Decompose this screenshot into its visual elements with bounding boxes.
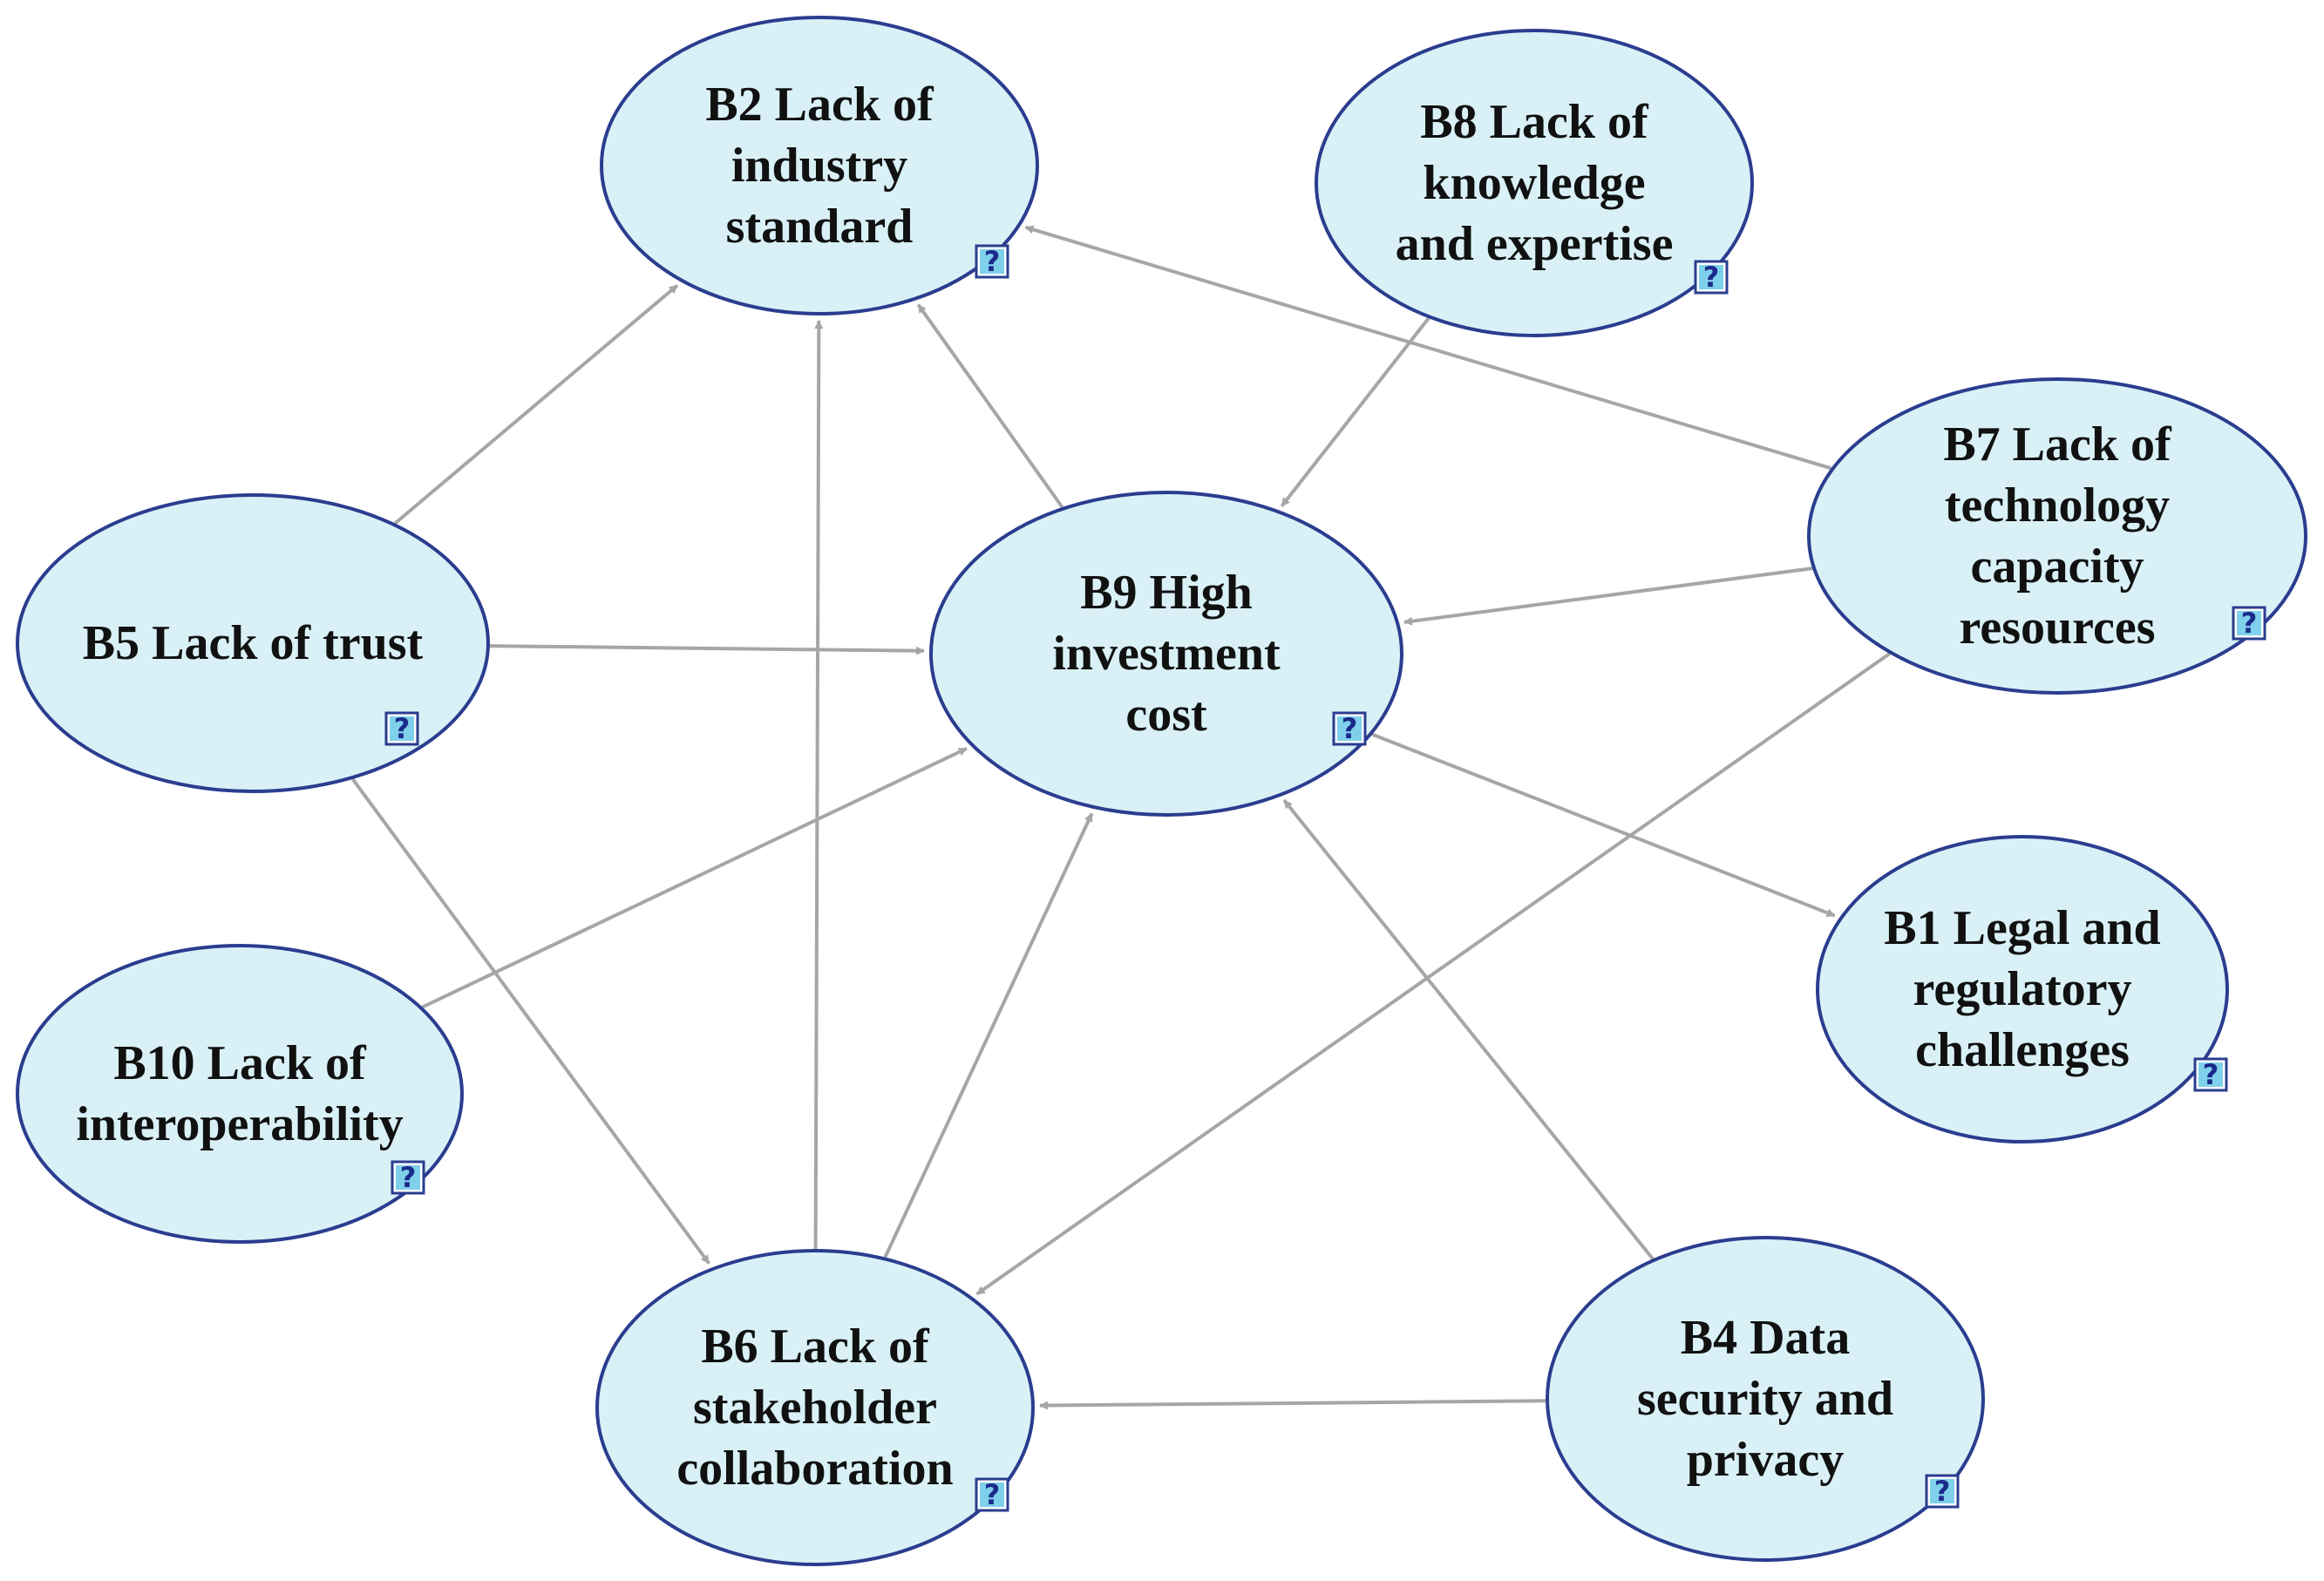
node-label-line: knowledge — [1423, 156, 1645, 210]
node-label-line: investment — [1052, 627, 1281, 681]
node-b1[interactable]: B1 Legal and regulatory challenges? — [1816, 835, 2229, 1143]
edge-b7-to-b2 — [1024, 225, 1832, 471]
node-label-line: B1 Legal and — [1884, 901, 2160, 955]
node-b2[interactable]: B2 Lack of industry standard? — [600, 16, 1039, 316]
node-ellipse — [929, 491, 1403, 817]
node-ellipse — [16, 493, 490, 793]
edge-b6-to-b9 — [883, 812, 1094, 1259]
node-label-line: privacy — [1687, 1433, 1844, 1487]
node-ellipse — [1816, 835, 2229, 1143]
node-label-line: B5 Lack of trust — [83, 616, 424, 670]
node-label-line: technology — [1945, 478, 2170, 533]
node-label-line: and expertise — [1396, 217, 1674, 271]
help-icon[interactable]: ? — [1925, 1474, 1960, 1509]
node-label-line: B9 High — [1080, 566, 1253, 620]
node-label-line: collaboration — [676, 1442, 953, 1496]
help-icon[interactable]: ? — [975, 244, 1009, 279]
node-label-line: cost — [1125, 688, 1207, 742]
node-b5[interactable]: B5 Lack of trust? — [16, 493, 490, 793]
edge-b7-to-b6 — [975, 652, 1891, 1296]
node-b8[interactable]: B8 Lack of knowledge and expertise? — [1315, 29, 1754, 337]
node-b9[interactable]: B9 High investment cost? — [929, 491, 1403, 817]
edge-b10-to-b9 — [421, 746, 968, 1009]
node-ellipse — [595, 1249, 1035, 1566]
edge-b8-to-b9 — [1280, 316, 1430, 507]
edge-b4-to-b9 — [1282, 799, 1655, 1260]
node-label-line: stakeholder — [693, 1381, 937, 1435]
help-icon[interactable]: ? — [1332, 711, 1367, 746]
edge-b7-to-b9 — [1403, 567, 1813, 626]
help-icon-glyph: ? — [394, 712, 411, 745]
help-icon[interactable]: ? — [2232, 606, 2266, 641]
node-label-line: standard — [726, 200, 914, 254]
node-label-line: B2 Lack of — [705, 78, 934, 132]
edge-b5-to-b2 — [393, 283, 679, 526]
help-icon-glyph: ? — [400, 1161, 417, 1194]
node-label-line: B4 Data — [1681, 1311, 1850, 1365]
help-icon-glyph: ? — [1342, 712, 1358, 745]
help-icon[interactable]: ? — [1694, 260, 1729, 295]
node-ellipse — [600, 16, 1039, 316]
help-icon[interactable]: ? — [2193, 1057, 2228, 1092]
node-label-line: B10 Lack of — [113, 1036, 367, 1090]
edge-b4-to-b6 — [1039, 1399, 1546, 1410]
node-label-line: B8 Lack of — [1420, 95, 1649, 149]
node-ellipse — [1807, 377, 2307, 695]
help-icon-glyph: ? — [984, 245, 1001, 278]
node-b4[interactable]: B4 Data security and privacy? — [1546, 1236, 1985, 1562]
node-label-line: regulatory — [1913, 962, 2132, 1016]
node-b10[interactable]: B10 Lack of interoperability? — [16, 944, 464, 1244]
help-icon-glyph: ? — [2203, 1058, 2219, 1091]
edge-b9-to-b2 — [916, 303, 1064, 509]
edges-layer — [350, 225, 1891, 1410]
node-label-line: interoperability — [76, 1097, 403, 1151]
help-icon[interactable]: ? — [384, 711, 419, 746]
node-label-line: resources — [1960, 601, 2156, 655]
help-icon[interactable]: ? — [391, 1160, 425, 1195]
edge-b6-to-b2 — [813, 320, 824, 1250]
node-ellipse — [1315, 29, 1754, 337]
node-b7[interactable]: B7 Lack of technology capacity resources? — [1807, 377, 2307, 695]
node-label-line: B6 Lack of — [701, 1320, 930, 1374]
node-ellipse — [1546, 1236, 1985, 1562]
node-label-line: industry — [731, 139, 907, 193]
node-label-line: B7 Lack of — [1943, 417, 2172, 472]
node-b6[interactable]: B6 Lack of stakeholder collaboration? — [595, 1249, 1035, 1566]
node-ellipse — [16, 944, 464, 1244]
help-icon-glyph: ? — [1934, 1475, 1951, 1508]
help-icon-glyph: ? — [984, 1478, 1001, 1511]
nodes-layer: B2 Lack of industry standard? B8 Lack of kno… — [16, 16, 2307, 1566]
help-icon-glyph: ? — [1703, 261, 1720, 294]
help-icon[interactable]: ? — [975, 1477, 1009, 1512]
help-icon-glyph: ? — [2241, 607, 2258, 640]
node-label-line: challenges — [1915, 1023, 2130, 1077]
node-label-line: capacity — [1970, 539, 2144, 594]
edge-b9-to-b1 — [1371, 732, 1836, 918]
node-label-line: security and — [1637, 1372, 1893, 1426]
edge-b5-to-b9 — [489, 644, 925, 655]
edge-b5-to-b6 — [350, 777, 710, 1265]
